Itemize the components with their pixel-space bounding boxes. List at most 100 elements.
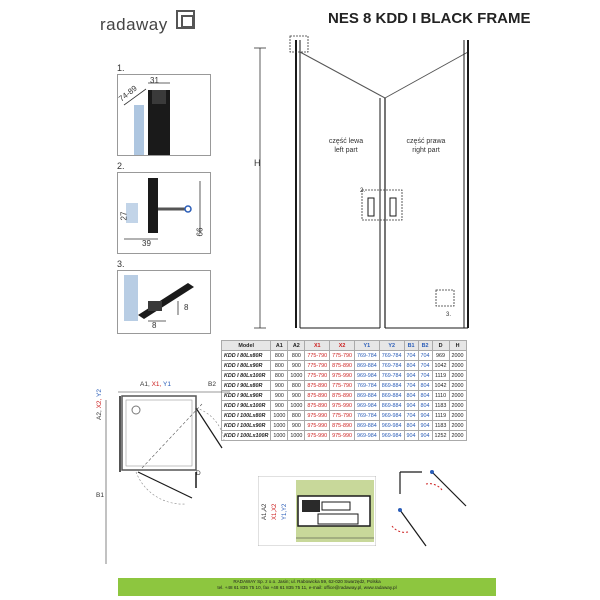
table-cell: 1119	[431, 370, 450, 381]
table-cell: 804	[403, 360, 419, 371]
col-header: Y2	[378, 340, 405, 351]
table-cell: 969-984	[378, 410, 405, 421]
table-cell: 804	[417, 400, 433, 411]
plan-label-x2: X2,	[96, 398, 103, 409]
table-cell: 769-784	[378, 360, 405, 371]
table-cell: 2000	[448, 400, 467, 411]
table-cell: 2000	[448, 410, 467, 421]
table-cell: 2000	[448, 430, 467, 441]
table-cell: 800	[270, 360, 289, 371]
table-cell: 969-984	[353, 430, 380, 441]
table-cell: 2000	[448, 370, 467, 381]
detail-3-dim-a: 8	[152, 321, 157, 330]
table-cell: 900	[287, 390, 306, 401]
col-header: B1	[403, 340, 419, 351]
col-header: Model	[220, 340, 272, 351]
table-cell: 900	[270, 380, 289, 391]
col-header: D	[431, 340, 450, 351]
right-part-label: część prawa right part	[396, 137, 456, 155]
table-cell: 969-984	[378, 420, 405, 431]
table-cell: 969-984	[353, 400, 380, 411]
table-cell: 2000	[448, 420, 467, 431]
table-cell: 975-990	[304, 420, 331, 431]
callout-2-label: 2.	[360, 188, 366, 194]
table-cell: 875-890	[304, 400, 331, 411]
table-cell: 869-884	[353, 390, 380, 401]
table-cell: 869-884	[353, 360, 380, 371]
table-cell: 869-884	[378, 390, 405, 401]
plan-label-y1: Y1	[163, 381, 171, 388]
table-cell: 904	[417, 420, 433, 431]
table-cell: 975-990	[304, 430, 331, 441]
callout-3-label: 3.	[446, 312, 452, 318]
detail-2-dim-c: 66	[195, 227, 205, 237]
table-cell: 1119	[431, 410, 450, 421]
detail-2-drawing	[124, 178, 201, 240]
table-cell: 1000	[287, 430, 306, 441]
detail-3-caption: 3.	[117, 259, 125, 269]
table-cell: 775-790	[329, 350, 355, 361]
col-header: A2	[287, 340, 306, 351]
right-part-pl: część prawa	[406, 138, 446, 145]
table-cell: 904	[417, 410, 433, 421]
table-cell: 1000	[270, 410, 289, 421]
plan-label-a2: A2,	[96, 410, 103, 420]
table-cell: 775-790	[304, 360, 331, 371]
col-header: B2	[417, 340, 433, 351]
table-cell: 804	[417, 380, 433, 391]
table-cell: 704	[417, 370, 433, 381]
plan-top-label: A1, X1, Y1	[140, 381, 171, 388]
plan-label-a1: A1,	[140, 381, 150, 388]
bottom-detail-drawing	[258, 476, 376, 546]
detail-1-dim-a: 31	[150, 76, 159, 85]
detail-2-dim-b: 39	[142, 239, 151, 248]
table-cell: 704	[417, 350, 433, 361]
col-header: Y1	[353, 340, 380, 351]
table-cell: 875-890	[329, 390, 355, 401]
height-label: H	[254, 158, 261, 168]
table-cell: 869-884	[378, 380, 405, 391]
model-cell: KDD I 100Lx100R	[220, 430, 272, 441]
footer-bar: RADAWAY Sp. z o.o. Jasin; ul. Rabowicka …	[118, 578, 496, 596]
table-cell: 875-890	[304, 380, 331, 391]
table-cell: 1183	[431, 420, 450, 431]
detail-3-box: 8 8	[117, 270, 211, 334]
plan-label-y2: Y2	[96, 389, 103, 397]
table-cell: 804	[403, 390, 419, 401]
footer-line-1: RADAWAY Sp. z o.o. Jasin; ul. Rabowicka …	[233, 579, 381, 584]
table-cell: 800	[287, 350, 306, 361]
table-cell: 1110	[431, 390, 450, 401]
plan-label-x1: X1,	[151, 381, 162, 388]
table-cell: 804	[417, 390, 433, 401]
plan-view-drawing	[105, 391, 230, 564]
table-cell: 800	[270, 370, 289, 381]
footer-line-2: tel. +48 61 835 75 10, fax +48 61 835 75…	[217, 585, 397, 590]
table-cell: 769-784	[353, 350, 380, 361]
table-cell: 1000	[270, 430, 289, 441]
col-header: X2	[329, 340, 355, 351]
table-cell: 904	[403, 400, 419, 411]
table-cell: 704	[403, 410, 419, 421]
left-part-pl: część lewa	[328, 138, 364, 145]
table-cell: 1042	[431, 360, 450, 371]
table-cell: 900	[270, 400, 289, 411]
table-cell: 1183	[431, 400, 450, 411]
plan-label-b2: B2	[208, 381, 216, 388]
table-cell: 904	[403, 370, 419, 381]
table-cell: 869-884	[378, 400, 405, 411]
table-cell: 800	[287, 410, 306, 421]
table-cell: 904	[417, 430, 433, 441]
table-cell: 900	[287, 360, 306, 371]
table-cell: 704	[403, 350, 419, 361]
col-header: A1	[270, 340, 289, 351]
table-cell: 1000	[287, 370, 306, 381]
page-title: NES 8 KDD I BLACK FRAME	[328, 10, 531, 27]
table-cell: 975-990	[304, 410, 331, 421]
model-cell: KDD I 80Lx80R	[220, 350, 272, 361]
